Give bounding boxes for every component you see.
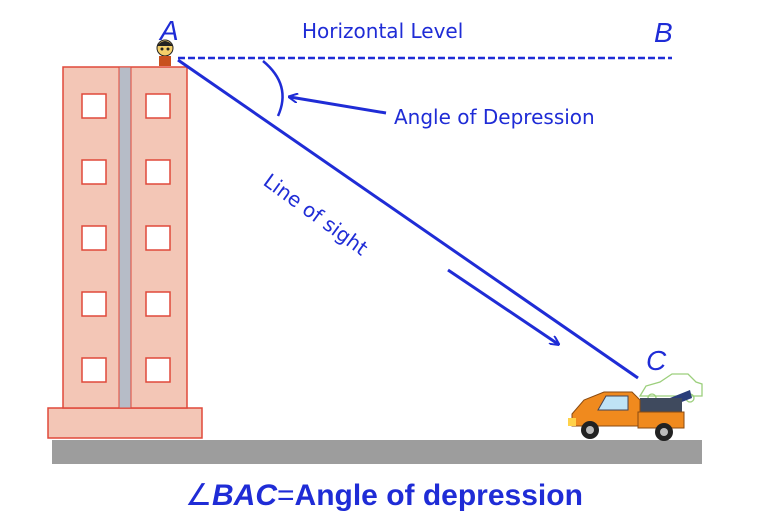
window [81,291,107,317]
caption-text: Angle of depression [294,479,583,512]
angle-of-depression-label: Angle of Depression [394,105,595,129]
tow-truck-icon [568,390,692,441]
window [145,357,171,383]
window [145,291,171,317]
window [145,225,171,251]
building [47,66,203,439]
angle-symbol: ∠ [185,479,212,512]
building-windows [81,93,171,383]
window [145,159,171,185]
caption-vertices: BAC [212,479,277,512]
ground [52,440,702,464]
window [81,159,107,185]
sight-direction-arrow [447,268,558,344]
point-c-label: C [646,345,667,376]
point-a-label: A [158,15,179,46]
caption-equals: = [277,479,295,512]
window [81,93,107,119]
angle-pointer-arrow [290,97,387,115]
line-of-sight [177,58,639,380]
angle-arc [262,60,284,117]
point-b-label: B [654,17,673,48]
caption: ∠BAC=Angle of depression [0,478,768,513]
window [81,225,107,251]
window [81,357,107,383]
person-icon [156,39,174,66]
horizontal-level-label: Horizontal Level [302,19,463,43]
window [145,93,171,119]
